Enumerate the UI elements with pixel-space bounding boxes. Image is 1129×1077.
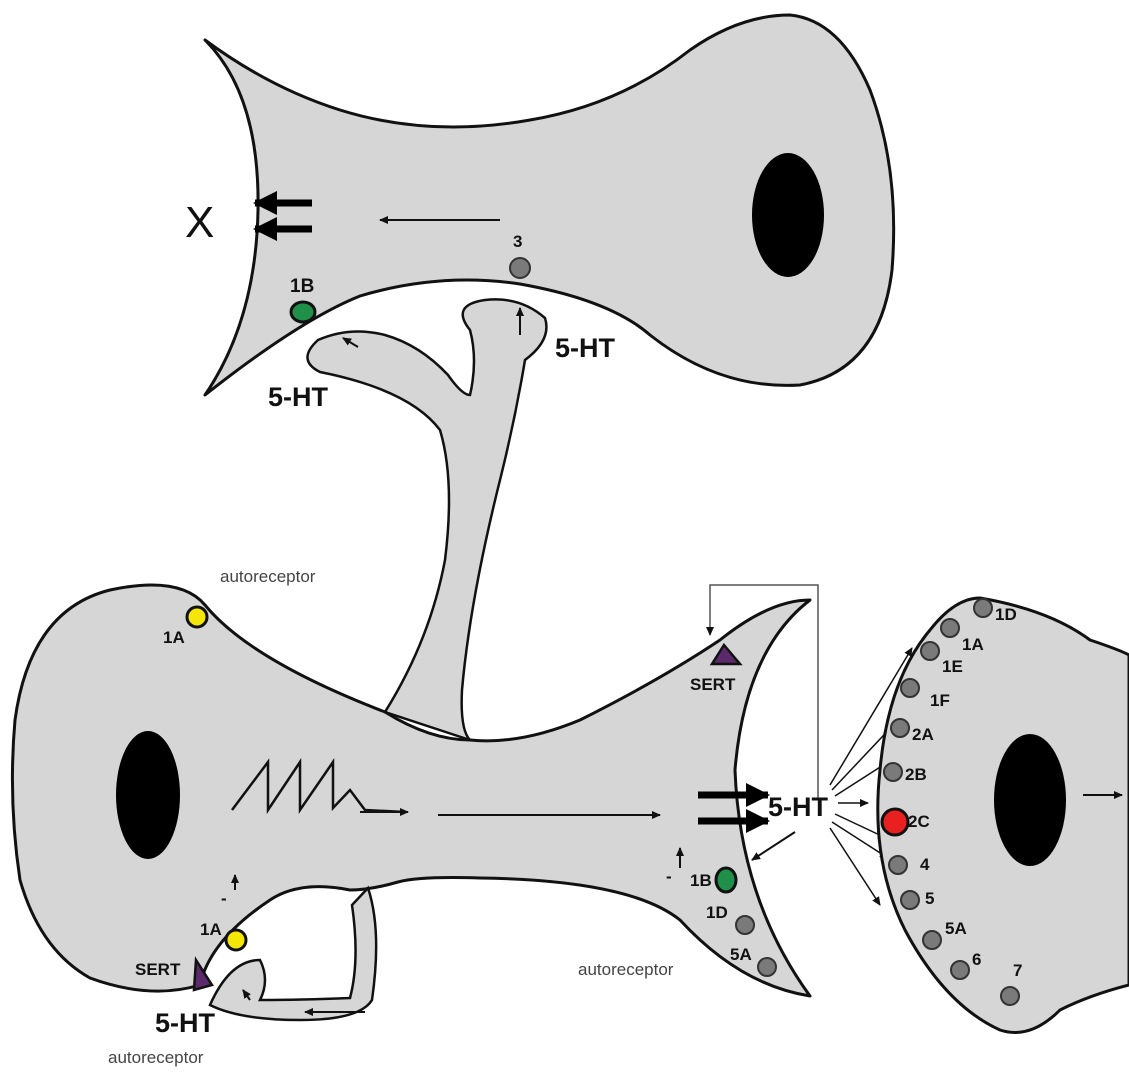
blocked-x: X <box>185 198 214 247</box>
receptor-5A-post-label: 5A <box>945 919 967 938</box>
receptor-1A-post-label: 1A <box>962 635 984 654</box>
receptor-5-post-label: 5 <box>925 889 934 908</box>
receptor-1D-terminal <box>736 916 754 934</box>
autoreceptor-note-terminal: autoreceptor <box>578 960 674 979</box>
receptor-2A-post <box>891 719 909 737</box>
receptor-2B-post <box>884 763 902 781</box>
receptor-5A-terminal <box>758 958 776 976</box>
receptor-1B-top <box>291 302 315 322</box>
receptor-1E-post-label: 1E <box>942 657 963 676</box>
receptor-1B-terminal-label: 1B <box>690 871 712 890</box>
receptor-7-post <box>1001 987 1019 1005</box>
receptor-3 <box>510 258 530 278</box>
receptor-5-post <box>901 891 919 909</box>
sert-soma-label: SERT <box>135 960 181 979</box>
label-5ht-top-left: 5-HT <box>268 382 329 412</box>
autoreceptor-note-top: autoreceptor <box>220 567 316 586</box>
receptor-2B-post-label: 2B <box>905 765 927 784</box>
receptor-7-post-label: 7 <box>1013 961 1022 980</box>
receptor-1F-post-label: 1F <box>930 691 950 710</box>
receptor-1D-post <box>974 599 992 617</box>
receptor-1A-soma-top <box>187 607 207 627</box>
receptor-2C-post <box>882 809 908 835</box>
receptor-4-post-label: 4 <box>920 855 930 874</box>
receptor-5A-post <box>923 931 941 949</box>
receptor-1A-post <box>941 619 959 637</box>
receptor-2A-post-label: 2A <box>912 725 934 744</box>
postsynaptic-nucleus <box>994 734 1066 866</box>
receptor-1F-post <box>901 679 919 697</box>
label-5ht-cleft: 5-HT <box>768 792 829 822</box>
receptor-1E-post <box>921 642 939 660</box>
cleft-arrow-back <box>752 832 795 860</box>
inhibition-minus-soma: - <box>221 889 227 908</box>
autoreceptor-note-bottom-left: autoreceptor <box>108 1048 204 1067</box>
bottom-left-nucleus <box>116 731 180 859</box>
inhibition-minus-terminal: - <box>666 867 672 886</box>
receptor-1D-post-label: 1D <box>995 605 1017 624</box>
label-5ht-soma: 5-HT <box>155 1008 216 1038</box>
top-nucleus <box>752 153 824 277</box>
receptor-1D-terminal-label: 1D <box>706 903 728 922</box>
receptor-6-post-label: 6 <box>972 950 981 969</box>
receptor-2C-post-label: 2C <box>908 812 930 831</box>
receptor-4-post <box>889 856 907 874</box>
axon-collateral-stem <box>307 299 546 740</box>
receptor-6-post <box>951 961 969 979</box>
receptor-1B-terminal <box>716 868 736 892</box>
label-5ht-top-right: 5-HT <box>555 333 616 363</box>
receptor-3-label: 3 <box>513 232 522 251</box>
sert-terminal-label: SERT <box>690 675 736 694</box>
receptor-1A-soma-bottom <box>226 930 246 950</box>
receptor-5A-terminal-label: 5A <box>730 945 752 964</box>
receptor-1B-top-label: 1B <box>290 276 314 297</box>
receptor-1A-soma-bottom-label: 1A <box>200 920 222 939</box>
receptor-1A-soma-top-label: 1A <box>163 628 185 647</box>
